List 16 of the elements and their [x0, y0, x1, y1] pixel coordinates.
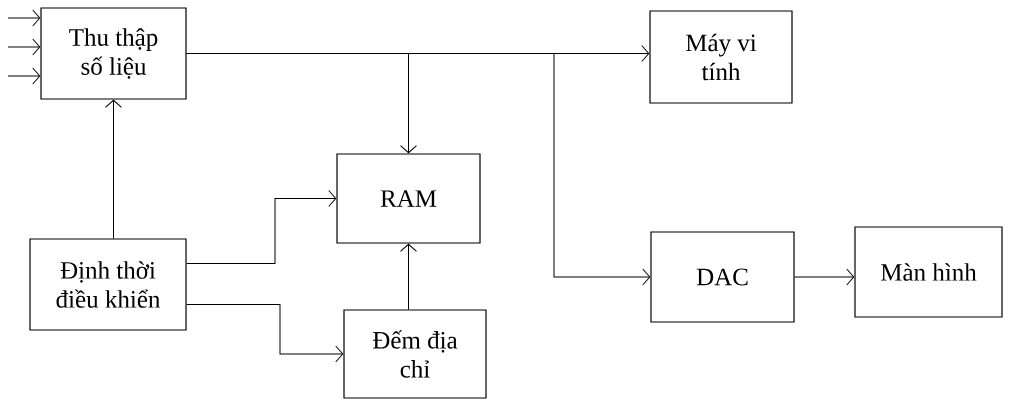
arrow — [105, 99, 122, 239]
block-box: Máy vi tính — [649, 10, 793, 104]
arrow — [186, 304, 344, 363]
block-box: Thu thập số liệu — [40, 7, 187, 100]
arrow — [186, 190, 337, 264]
block-box: Đếm địa chỉ — [343, 309, 487, 399]
block-box: Màn hình — [854, 226, 1003, 318]
arrow — [7, 38, 41, 56]
arrow — [400, 243, 417, 310]
arrow — [7, 67, 41, 85]
block-box: Định thời điều khiển — [29, 238, 187, 331]
block-box: RAM — [336, 153, 481, 244]
block-box: DAC — [650, 231, 795, 323]
arrow — [7, 9, 41, 27]
arrow — [186, 53, 651, 286]
arrow — [794, 268, 855, 286]
